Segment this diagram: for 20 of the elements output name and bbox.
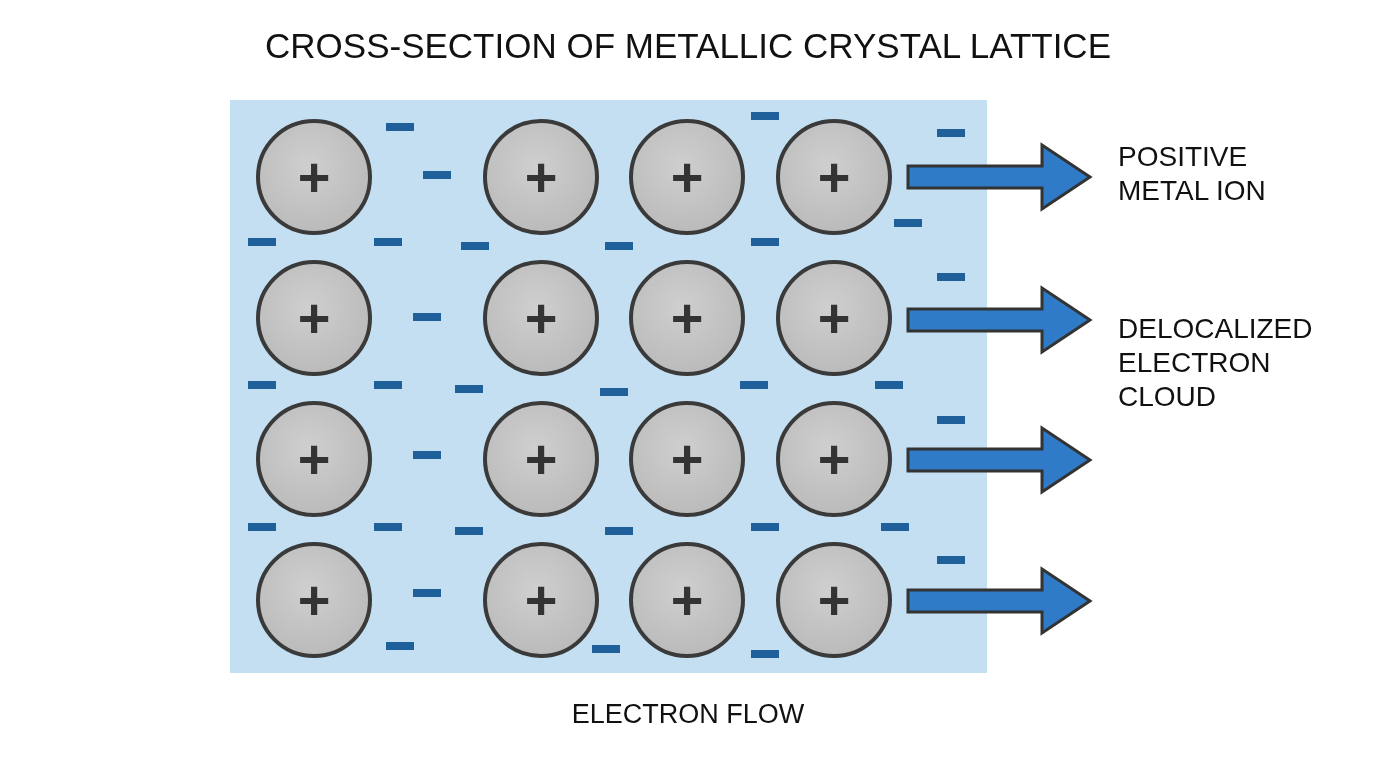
charge-sign: + bbox=[297, 572, 331, 628]
charge-sign: + bbox=[297, 431, 331, 487]
charge-sign: + bbox=[524, 290, 558, 346]
charge-sign: + bbox=[817, 431, 851, 487]
charge-sign: + bbox=[524, 431, 558, 487]
charge-sign: + bbox=[817, 572, 851, 628]
charge-sign: + bbox=[524, 149, 558, 205]
charge-sign: + bbox=[670, 431, 704, 487]
charge-sign: + bbox=[297, 149, 331, 205]
annotation-label: DELOCALIZED ELECTRON CLOUD bbox=[1118, 312, 1314, 414]
charge-sign: + bbox=[524, 572, 558, 628]
charge-sign: + bbox=[297, 290, 331, 346]
charge-sign: + bbox=[817, 149, 851, 205]
charge-sign: + bbox=[670, 572, 704, 628]
annotation-label: POSITIVE METAL ION bbox=[1118, 140, 1267, 208]
charge-sign: + bbox=[670, 149, 704, 205]
charge-sign: + bbox=[670, 290, 704, 346]
charge-sign: + bbox=[817, 290, 851, 346]
annotation-label: ELECTRON FLOW bbox=[570, 698, 806, 731]
diagram-title: CROSS-SECTION OF METALLIC CRYSTAL LATTICE bbox=[264, 26, 1112, 66]
